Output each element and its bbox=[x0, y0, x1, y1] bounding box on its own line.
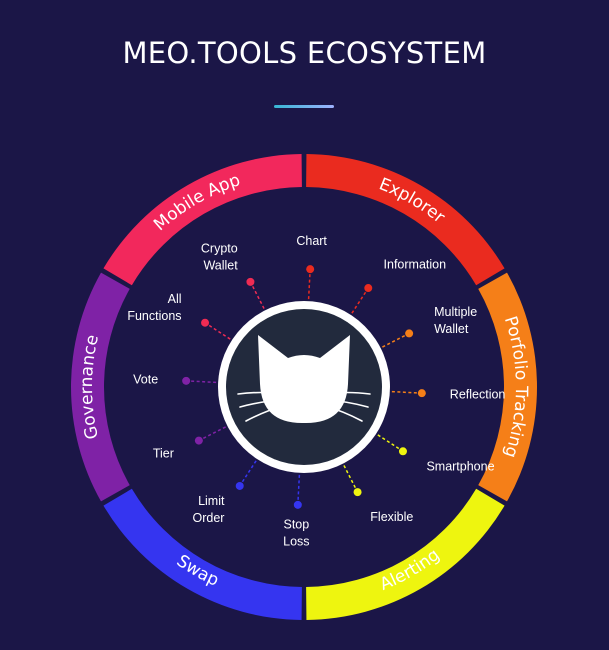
feature-multiple-wallet-spoke bbox=[382, 332, 410, 348]
title-underline bbox=[274, 105, 334, 108]
feature-limit-order-spoke bbox=[239, 460, 257, 487]
feature-all-functions-dot bbox=[201, 318, 210, 327]
feature-crypto-wallet-dot bbox=[246, 277, 255, 286]
feature-multiple-wallet-dot bbox=[405, 329, 414, 338]
feature-tier-label: Tier bbox=[153, 446, 174, 460]
feature-information-label: Information bbox=[384, 258, 447, 272]
feature-smartphone-spoke bbox=[377, 434, 404, 452]
segment-alerting bbox=[306, 488, 505, 620]
feature-tier-dot bbox=[194, 436, 203, 445]
feature-all-functions-label-line: Functions bbox=[127, 309, 181, 323]
segment-governance bbox=[70, 272, 130, 502]
page-title: MEO.TOOLS ECOSYSTEM bbox=[122, 36, 487, 70]
feature-limit-order-dot bbox=[235, 481, 244, 490]
feature-all-functions-spoke bbox=[204, 322, 231, 340]
cat-head-icon bbox=[237, 335, 371, 424]
feature-limit-order-label-line: Order bbox=[193, 511, 225, 525]
feature-reflection-spoke bbox=[391, 390, 422, 394]
feature-stop-loss-label-line: Loss bbox=[283, 534, 309, 548]
feature-vote-dot bbox=[182, 376, 191, 385]
segment-explorer bbox=[306, 154, 505, 286]
segment-swap bbox=[103, 488, 302, 620]
feature-smartphone-dot bbox=[398, 447, 407, 456]
feature-vote-label: Vote bbox=[133, 372, 158, 386]
feature-chart-spoke bbox=[307, 269, 311, 300]
center-badge bbox=[218, 301, 390, 473]
feature-all-functions-label-line: All bbox=[168, 292, 182, 306]
feature-reflection-label-line: Reflection bbox=[450, 388, 506, 402]
segment-porfolio-tracking bbox=[478, 272, 537, 502]
feature-reflection-dot bbox=[417, 389, 426, 398]
feature-vote-label-line: Vote bbox=[133, 372, 158, 386]
segment-mobile-app bbox=[103, 154, 302, 286]
feature-vote-spoke bbox=[186, 380, 217, 384]
feature-multiple-wallet-label-line: Wallet bbox=[434, 322, 469, 336]
feature-smartphone-label-line: Smartphone bbox=[426, 460, 494, 474]
feature-flexible-label-line: Flexible bbox=[370, 510, 413, 524]
feature-flexible-label: Flexible bbox=[370, 510, 413, 524]
feature-tier-spoke bbox=[198, 426, 226, 442]
feature-multiple-wallet-label-line: Multiple bbox=[434, 305, 477, 319]
feature-flexible-spoke bbox=[343, 465, 359, 493]
feature-stop-loss-dot bbox=[293, 500, 302, 509]
feature-information-spoke bbox=[351, 287, 369, 314]
feature-flexible-dot bbox=[353, 488, 362, 497]
feature-stop-loss-label-line: Stop bbox=[283, 517, 309, 531]
feature-crypto-wallet-label-line: Crypto bbox=[201, 241, 238, 255]
feature-reflection-label: Reflection bbox=[450, 388, 506, 402]
feature-information-dot bbox=[364, 284, 373, 293]
feature-chart-dot bbox=[306, 265, 315, 274]
feature-information-label-line: Information bbox=[384, 258, 447, 272]
feature-chart-label: Chart bbox=[296, 234, 327, 248]
feature-limit-order-label-line: Limit bbox=[198, 494, 225, 508]
feature-tier-label-line: Tier bbox=[153, 446, 174, 460]
feature-chart-label-line: Chart bbox=[296, 234, 327, 248]
feature-stop-loss-spoke bbox=[297, 474, 301, 505]
feature-crypto-wallet-spoke bbox=[249, 281, 265, 309]
feature-smartphone-label: Smartphone bbox=[426, 460, 494, 474]
feature-crypto-wallet-label-line: Wallet bbox=[203, 258, 238, 272]
